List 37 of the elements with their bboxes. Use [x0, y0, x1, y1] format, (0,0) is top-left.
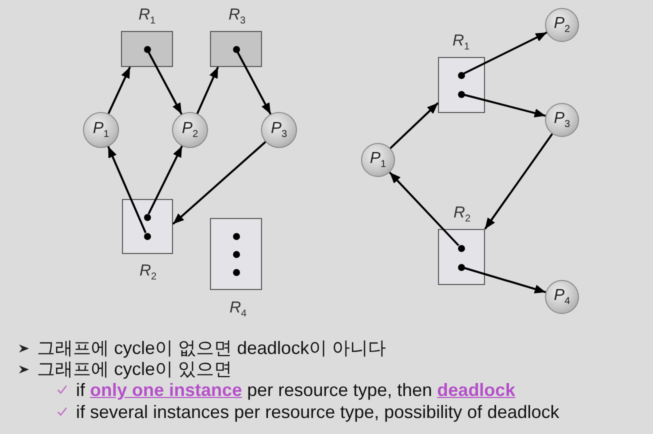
process-circle	[545, 103, 579, 137]
arrow	[464, 94, 546, 118]
process-label: P$_{1}$	[92, 120, 110, 140]
resource-label: R$_{4}$	[229, 300, 247, 320]
sub-bullet-text: if several instances per resource type, possibility of deadlock	[76, 402, 560, 423]
process-label: P$_{4}$	[554, 288, 570, 306]
process-circle	[261, 112, 297, 148]
process-label: P$_{2}$	[554, 16, 570, 34]
resource-label: R$_{3}$	[228, 8, 246, 26]
bullet-text: 그래프에 cycle이 없으면 deadlock이 아니다	[37, 338, 386, 359]
process-label: P$_{3}$	[270, 120, 288, 140]
resource-label: R$_{2}$	[453, 206, 471, 224]
process-label: P$_{1}$	[370, 150, 386, 170]
arrow	[107, 146, 147, 234]
arrow	[148, 146, 183, 214]
arrow	[464, 267, 546, 294]
arrow	[236, 52, 272, 115]
sub-bullet-text: if only one instance per resource type, then deadlock	[76, 380, 516, 401]
process-circle	[361, 143, 395, 177]
process-circle	[83, 112, 119, 148]
resource-label: R$_{1}$	[452, 34, 470, 52]
arrow	[196, 66, 219, 114]
process-label: P$_{2}$	[182, 120, 198, 140]
arrow	[108, 66, 131, 114]
bullet-text: 그래프에 cycle이 있으면	[37, 359, 232, 380]
arrow	[148, 52, 182, 115]
process-circle	[545, 280, 579, 314]
arrow	[484, 133, 554, 230]
process-circle	[172, 112, 208, 148]
resource-label: R$_{2}$	[139, 264, 157, 282]
process-circle	[545, 8, 579, 42]
arrow	[464, 32, 548, 74]
arrow	[172, 141, 266, 225]
arrow	[388, 172, 460, 246]
arrow	[390, 102, 439, 150]
process-label: P$_{3}$	[554, 110, 570, 130]
resource-label: R$_{1}$	[138, 8, 156, 26]
